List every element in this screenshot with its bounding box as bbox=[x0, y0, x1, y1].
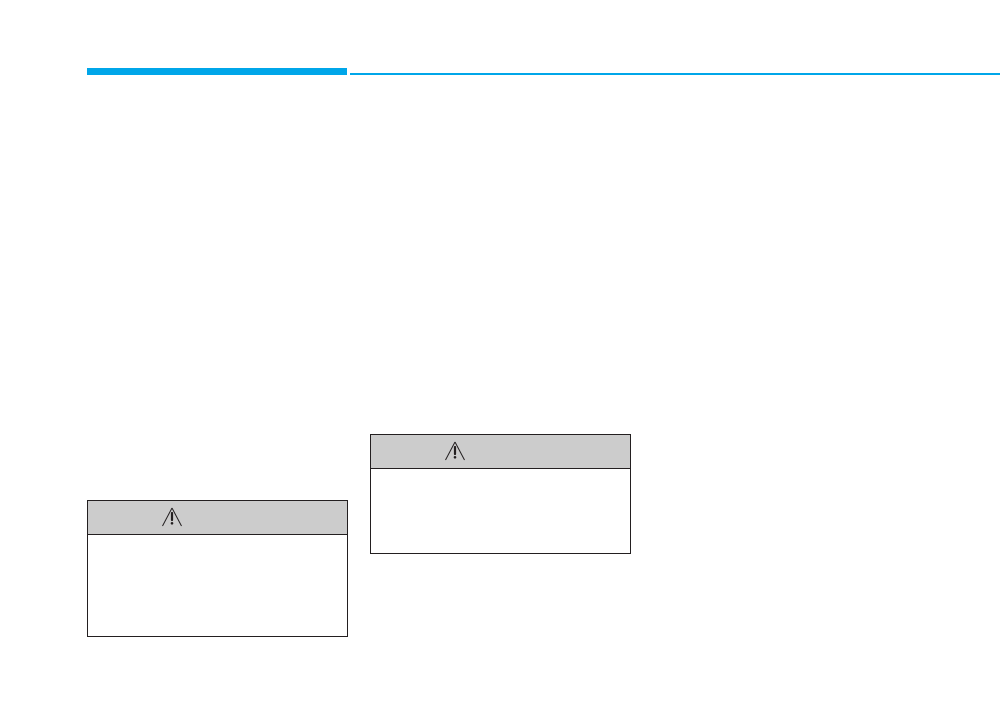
warning-triangle-icon bbox=[162, 507, 182, 527]
header-accent-bar bbox=[87, 68, 347, 75]
header-rule-line bbox=[350, 73, 1000, 75]
warning-header bbox=[371, 435, 630, 469]
warning-triangle-icon bbox=[445, 441, 465, 461]
warning-header bbox=[88, 501, 347, 535]
warning-box-right bbox=[370, 434, 631, 554]
warning-body bbox=[371, 469, 630, 485]
warning-box-left bbox=[87, 500, 348, 637]
warning-body bbox=[88, 535, 347, 551]
